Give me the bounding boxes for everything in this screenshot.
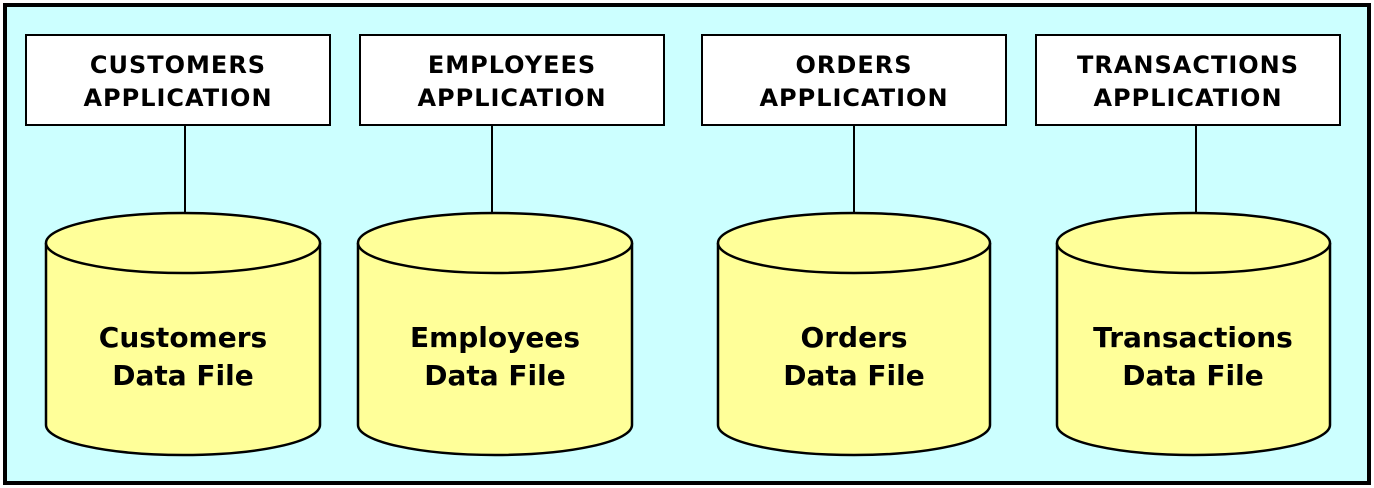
orders-data-file-cylinder [716, 211, 992, 457]
file-label-line-2: Data File [424, 359, 565, 392]
file-label-line-1: Customers [99, 321, 267, 354]
cylinder-top [356, 211, 634, 275]
cylinder-body [356, 243, 634, 457]
system-employees: EMPLOYEES APPLICATION Employees Data Fil… [356, 34, 665, 457]
file-label-line-1: Employees [410, 321, 580, 354]
system-orders: ORDERS APPLICATION Orders Data File [701, 34, 1007, 457]
system-customers: CUSTOMERS APPLICATION Customers Data Fil… [25, 34, 331, 457]
system-transactions: TRANSACTIONS APPLICATION Transactions Da… [1035, 34, 1341, 457]
app-label-line-1: EMPLOYEES [428, 51, 596, 79]
app-label-line-1: ORDERS [796, 51, 913, 79]
cylinder-body [44, 243, 322, 457]
app-label-line-1: TRANSACTIONS [1077, 51, 1299, 79]
cylinder-top [44, 211, 322, 275]
file-label-line-1: Transactions [1093, 321, 1293, 354]
file-label-line-2: Data File [112, 359, 253, 392]
app-label-line-2: APPLICATION [759, 84, 948, 112]
app-label-line-2: APPLICATION [83, 84, 272, 112]
cylinder-body [1055, 243, 1332, 457]
employees-data-file-cylinder [356, 211, 634, 457]
app-label-line-2: APPLICATION [1093, 84, 1282, 112]
transactions-data-file-cylinder [1055, 211, 1332, 457]
cylinder-body [716, 243, 992, 457]
file-label-line-1: Orders [800, 321, 907, 354]
customers-application-box [25, 34, 331, 126]
cylinder-top [716, 211, 992, 275]
app-label-line-1: CUSTOMERS [90, 51, 266, 79]
file-label-line-2: Data File [1122, 359, 1263, 392]
employees-application-box [359, 34, 665, 126]
customers-data-file-cylinder [44, 211, 322, 457]
file-label-line-2: Data File [783, 359, 924, 392]
app-label-line-2: APPLICATION [417, 84, 606, 112]
cylinder-top [1055, 211, 1332, 275]
transactions-application-box [1035, 34, 1341, 126]
